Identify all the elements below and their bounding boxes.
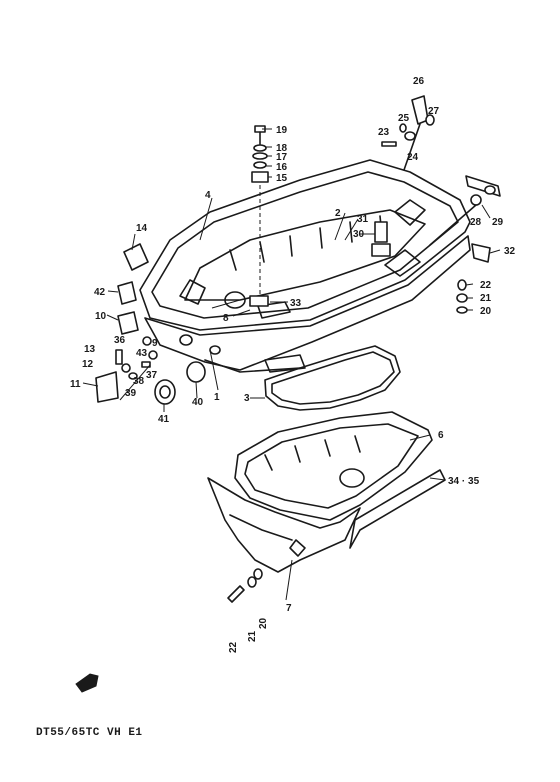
- center-fitting: [371, 221, 391, 257]
- part-labels: 19 18 17 16 15 4 26 25 27 23 24 28 29 32…: [70, 76, 516, 653]
- label-41: 41: [158, 414, 170, 425]
- cowling-base-part: [139, 159, 471, 373]
- label-2: 2: [335, 208, 341, 219]
- left-lug-42: [117, 281, 137, 305]
- label-22-bottom: 22: [228, 641, 239, 653]
- label-27: 27: [428, 106, 440, 117]
- leader-lines: [82, 128, 501, 601]
- grommet-41: [154, 379, 176, 405]
- label-4: 4: [205, 190, 211, 201]
- lower-cover-part: [234, 411, 433, 521]
- label-34-35: 34 · 35: [448, 476, 480, 487]
- label-29: 29: [492, 217, 504, 228]
- label-10: 10: [95, 311, 107, 322]
- label-25: 25: [398, 113, 410, 124]
- label-31: 31: [357, 214, 369, 225]
- label-17: 17: [276, 152, 288, 163]
- label-21-bottom: 21: [247, 630, 258, 642]
- gasket-part: [264, 345, 401, 411]
- label-22-right: 22: [480, 280, 492, 291]
- label-23: 23: [378, 127, 390, 138]
- label-28: 28: [470, 217, 482, 228]
- bottom-fasteners: [227, 568, 263, 603]
- upper-right-hardware: [381, 95, 435, 171]
- lower-panel-part: [207, 477, 361, 573]
- label-18: 18: [276, 143, 288, 154]
- clip-part: [471, 243, 491, 263]
- label-38: 38: [133, 376, 145, 387]
- grommet-40: [186, 361, 206, 383]
- label-7: 7: [286, 603, 292, 614]
- model-code: DT55/65TC VH E1: [36, 727, 143, 739]
- label-24: 24: [407, 152, 419, 163]
- label-12: 12: [82, 359, 94, 370]
- label-14: 14: [136, 223, 148, 234]
- bolt-stack-parts: [249, 125, 269, 307]
- left-bracket-11: [95, 371, 119, 403]
- left-lug-14: [123, 243, 149, 271]
- label-11: 11: [70, 379, 81, 390]
- left-lug-10: [117, 311, 139, 335]
- right-washer-stack: [456, 279, 468, 314]
- small-left-hardware: [115, 336, 158, 380]
- label-40: 40: [192, 397, 204, 408]
- label-1: 1: [214, 392, 220, 403]
- label-32: 32: [504, 246, 516, 257]
- label-37: 37: [146, 370, 158, 381]
- label-16: 16: [276, 162, 288, 173]
- label-3: 3: [244, 393, 250, 404]
- label-26: 26: [413, 76, 425, 87]
- seal-strip-part: [349, 469, 446, 549]
- upper-right-bracket: [429, 175, 501, 246]
- label-8: 8: [223, 313, 229, 324]
- label-19: 19: [276, 125, 288, 136]
- label-15: 15: [276, 173, 288, 184]
- label-9: 9: [152, 338, 158, 349]
- label-39: 39: [125, 388, 137, 399]
- label-6: 6: [438, 430, 444, 441]
- label-42: 42: [94, 287, 106, 298]
- label-30: 30: [353, 229, 365, 240]
- label-43: 43: [136, 348, 148, 359]
- label-36: 36: [114, 335, 126, 346]
- label-13: 13: [84, 344, 96, 355]
- front-arrow-icon: [75, 673, 99, 693]
- label-33: 33: [290, 298, 302, 309]
- label-21-right: 21: [480, 293, 492, 304]
- label-20-bottom: 20: [258, 617, 269, 629]
- label-20-right: 20: [480, 306, 492, 317]
